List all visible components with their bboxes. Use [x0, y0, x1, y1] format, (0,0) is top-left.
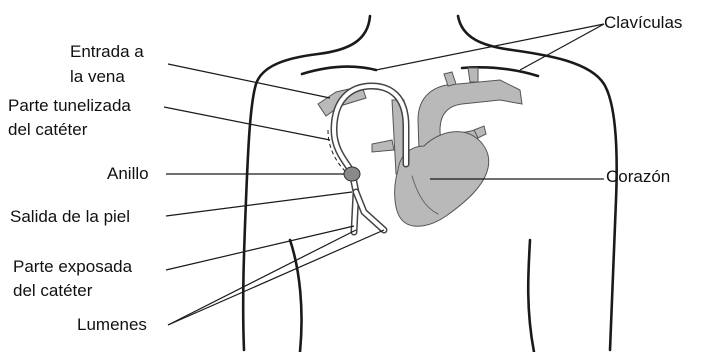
vessel-branch-1: [444, 72, 456, 86]
arm-right-inner: [528, 240, 534, 352]
label-tunelizada-line2: del catéter: [8, 120, 87, 140]
leader-expuesta: [166, 226, 354, 270]
pulmonary-left: [372, 140, 394, 152]
label-expuesta-line1: Parte exposada: [13, 257, 132, 277]
label-entrada-line2: la vena: [70, 67, 125, 87]
arm-left-inner: [290, 240, 302, 352]
clavicle-left: [302, 67, 376, 74]
leader-tunelizada: [164, 107, 330, 140]
leader-lumenes-1: [168, 230, 356, 325]
leader-claviculas-2: [520, 24, 604, 70]
leader-lines: [164, 24, 604, 325]
label-claviculas: Clavículas: [604, 13, 682, 33]
leader-entrada: [168, 64, 330, 98]
label-expuesta-line2: del catéter: [13, 281, 92, 301]
leader-salida: [166, 192, 352, 216]
clavicles: [302, 67, 538, 76]
label-tunelizada-line1: Parte tunelizada: [8, 96, 131, 116]
label-salida: Salida de la piel: [10, 207, 130, 227]
vessel-branch-2: [468, 68, 478, 82]
label-lumenes: Lumenes: [77, 315, 147, 335]
cuff-ring: [344, 167, 360, 181]
label-anillo: Anillo: [107, 164, 149, 184]
label-entrada-line1: Entrada a: [70, 42, 144, 62]
label-corazon: Corazón: [606, 167, 670, 187]
